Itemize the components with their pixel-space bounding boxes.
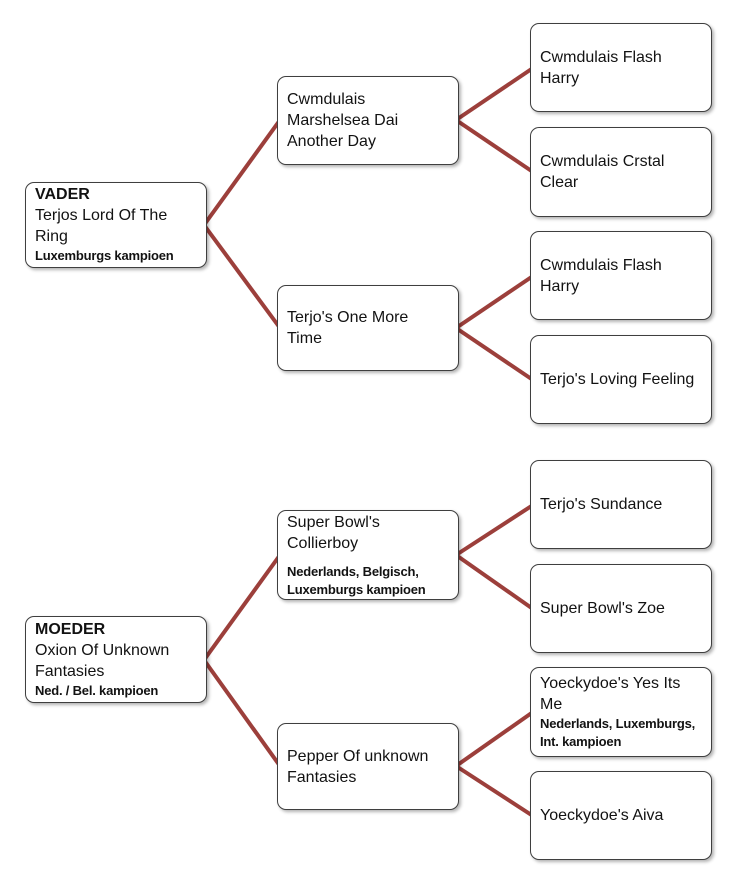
line-mother-sire-to-dam (454, 553, 535, 611)
mother-dam-box: Pepper Of unknown Fantasies (277, 723, 459, 810)
mother-dam-sire-name: Yoeckydoe's Yes Its Me (540, 675, 681, 713)
mother-dam-dam-box: Yoeckydoe's Aiva (530, 771, 712, 860)
line-mother-sire-to-sire (454, 503, 535, 557)
father-name: Terjos Lord Of The Ring (35, 207, 168, 245)
mother-dam-dam-name: Yoeckydoe's Aiva (540, 807, 664, 824)
father-sire-sire-name: Cwmdulais Flash Harry (540, 48, 662, 87)
father-sire-dam-name: Cwmdulais Crstal Clear (540, 153, 665, 191)
mother-sire-championship: Nederlands, Belgisch, Luxemburgs kampioe… (287, 563, 426, 597)
mother-sire-box: Super Bowl's Collierboy Nederlands, Belg… (277, 510, 459, 600)
father-role-label: VADER (35, 186, 90, 203)
father-dam-name: Terjo's One More Time (287, 309, 409, 347)
mother-sire-sire-box: Terjo's Sundance (530, 460, 712, 549)
father-dam-dam-name: Terjo's Loving Feeling (540, 371, 695, 388)
father-dam-dam-box: Terjo's Loving Feeling (530, 335, 712, 424)
father-box: VADER Terjos Lord Of The Ring Luxemburgs… (25, 182, 207, 268)
line-father-sire-to-sire (454, 66, 535, 122)
father-sire-box: Cwmdulais Marshelsea Dai Another Day (277, 76, 459, 165)
line-father-dam-to-dam (454, 326, 535, 382)
line-mother-to-mother-dam (202, 658, 282, 768)
father-sire-name: Cwmdulais Marshelsea Dai Another Day (287, 91, 399, 150)
line-father-to-father-dam (202, 223, 282, 330)
father-dam-sire-box: Cwmdulais Flash Harry (530, 231, 712, 320)
mother-box: MOEDER Oxion Of Unknown Fantasies Ned. /… (25, 616, 207, 703)
line-mother-dam-to-sire (454, 710, 535, 768)
line-father-dam-to-sire (454, 274, 535, 330)
mother-championship: Ned. / Bel. kampioen (35, 682, 159, 698)
line-mother-to-mother-sire (202, 553, 282, 662)
mother-dam-name: Pepper Of unknown Fantasies (287, 747, 429, 786)
mother-dam-sire-box: Yoeckydoe's Yes Its Me Nederlands, Luxem… (530, 667, 712, 757)
mother-sire-dam-name: Super Bowl's Zoe (540, 600, 665, 617)
mother-role-label: MOEDER (35, 620, 106, 638)
mother-dam-sire-championship: Nederlands, Luxemburgs, Int. kampioen (540, 716, 696, 749)
father-dam-box: Terjo's One More Time (277, 285, 459, 371)
line-father-sire-to-dam (454, 118, 535, 174)
father-sire-sire-box: Cwmdulais Flash Harry (530, 23, 712, 112)
line-mother-dam-to-dam (454, 764, 535, 818)
father-sire-dam-box: Cwmdulais Crstal Clear (530, 127, 712, 217)
mother-sire-dam-box: Super Bowl's Zoe (530, 564, 712, 653)
mother-sire-name: Super Bowl's Collierboy (287, 513, 380, 552)
father-championship: Luxemburgs kampioen (35, 248, 174, 263)
father-dam-sire-name: Cwmdulais Flash Harry (540, 256, 662, 295)
line-father-to-father-sire (202, 118, 282, 227)
mother-sire-sire-name: Terjo's Sundance (540, 496, 663, 513)
mother-name: Oxion Of Unknown Fantasies (35, 641, 170, 680)
